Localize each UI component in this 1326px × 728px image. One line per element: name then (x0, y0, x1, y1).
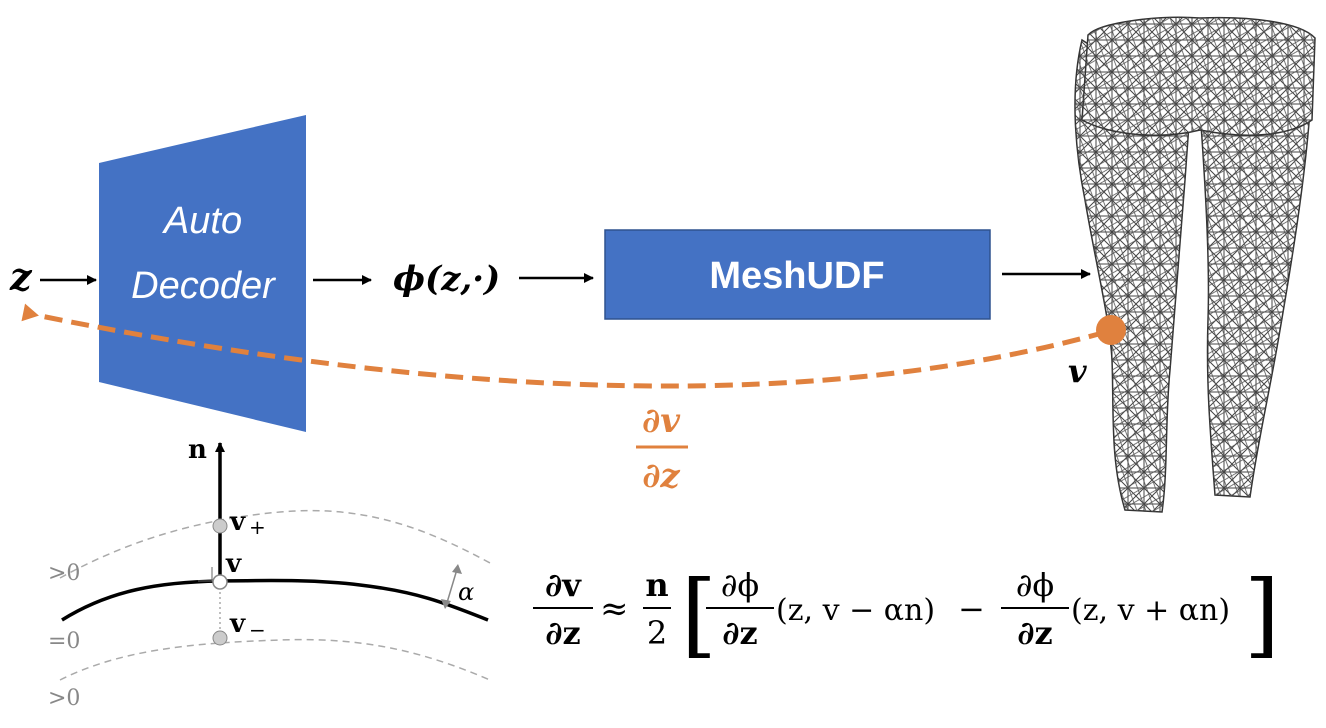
eq-t1-args: (z, v − αn) (776, 593, 935, 628)
v-label: v (225, 549, 242, 579)
mesh-right-leg-overlay (1200, 110, 1310, 497)
v-plus-subscript: + (249, 515, 266, 539)
vertex-v-label: v (1068, 352, 1087, 390)
eq-coef-num: n (645, 566, 668, 604)
mesh-vertex-point (1096, 315, 1126, 345)
right-angle-marker (198, 567, 213, 582)
alpha-label: α (458, 578, 474, 606)
eq-t2-den: ∂z (1017, 614, 1052, 652)
level-mid-label: =0 (48, 629, 80, 654)
v-minus-label: v (229, 609, 246, 639)
eq-bracket-close: ] (1244, 561, 1280, 668)
eq-minus: − (958, 590, 985, 628)
decoder-label-line1: Auto (162, 200, 242, 242)
offset-inset: n v + v v − α >0 =0 >0 (48, 435, 491, 711)
auto-decoder-block (99, 115, 306, 432)
eq-lhs-den: ∂z (545, 614, 580, 652)
eq-coef-den: 2 (647, 614, 667, 652)
point-v-minus (212, 630, 228, 646)
input-z-label: z (9, 254, 33, 299)
v-plus-label: v (229, 507, 246, 537)
eq-lhs-num: ∂v (545, 566, 582, 604)
output-mesh (1074, 16, 1316, 513)
meshudf-label: MeshUDF (709, 255, 884, 297)
point-v-plus (212, 518, 228, 534)
gradient-equation: ∂v ∂z ≈ n 2 [ ∂ϕ ∂z (z, v − αn) − ∂ϕ ∂z … (533, 561, 1280, 668)
alpha-arrowhead-top (452, 564, 462, 574)
surface-curve (61, 578, 489, 622)
level-top-label: >0 (48, 561, 80, 586)
v-minus-subscript: − (249, 618, 266, 642)
eq-t1-den: ∂z (722, 614, 757, 652)
gradient-fraction: ∂v ∂z (636, 401, 688, 496)
eq-t1-num: ∂ϕ (721, 566, 759, 604)
eq-approx: ≈ (600, 589, 629, 629)
eq-t2-args: (z, v + αn) (1071, 593, 1230, 628)
level-bottom-label: >0 (48, 686, 80, 711)
normal-n-label: n (188, 435, 207, 465)
level-set-lower-dashed (59, 638, 491, 681)
mesh-left-leg-overlay (1074, 40, 1190, 512)
gradient-numerator: ∂v (642, 401, 681, 441)
mesh-waist-overlay (1082, 17, 1315, 136)
alpha-arrowhead-bottom (441, 599, 451, 609)
eq-t2-num: ∂ϕ (1016, 566, 1054, 604)
gradient-denominator: ∂z (642, 456, 680, 496)
point-v (212, 574, 228, 590)
eq-bracket-open: [ (681, 561, 717, 668)
level-set-upper-dashed (59, 509, 491, 579)
udf-field-label: ϕ(z,·) (393, 259, 500, 299)
decoder-label-line2: Decoder (131, 265, 276, 307)
meshudf-block (604, 229, 991, 320)
